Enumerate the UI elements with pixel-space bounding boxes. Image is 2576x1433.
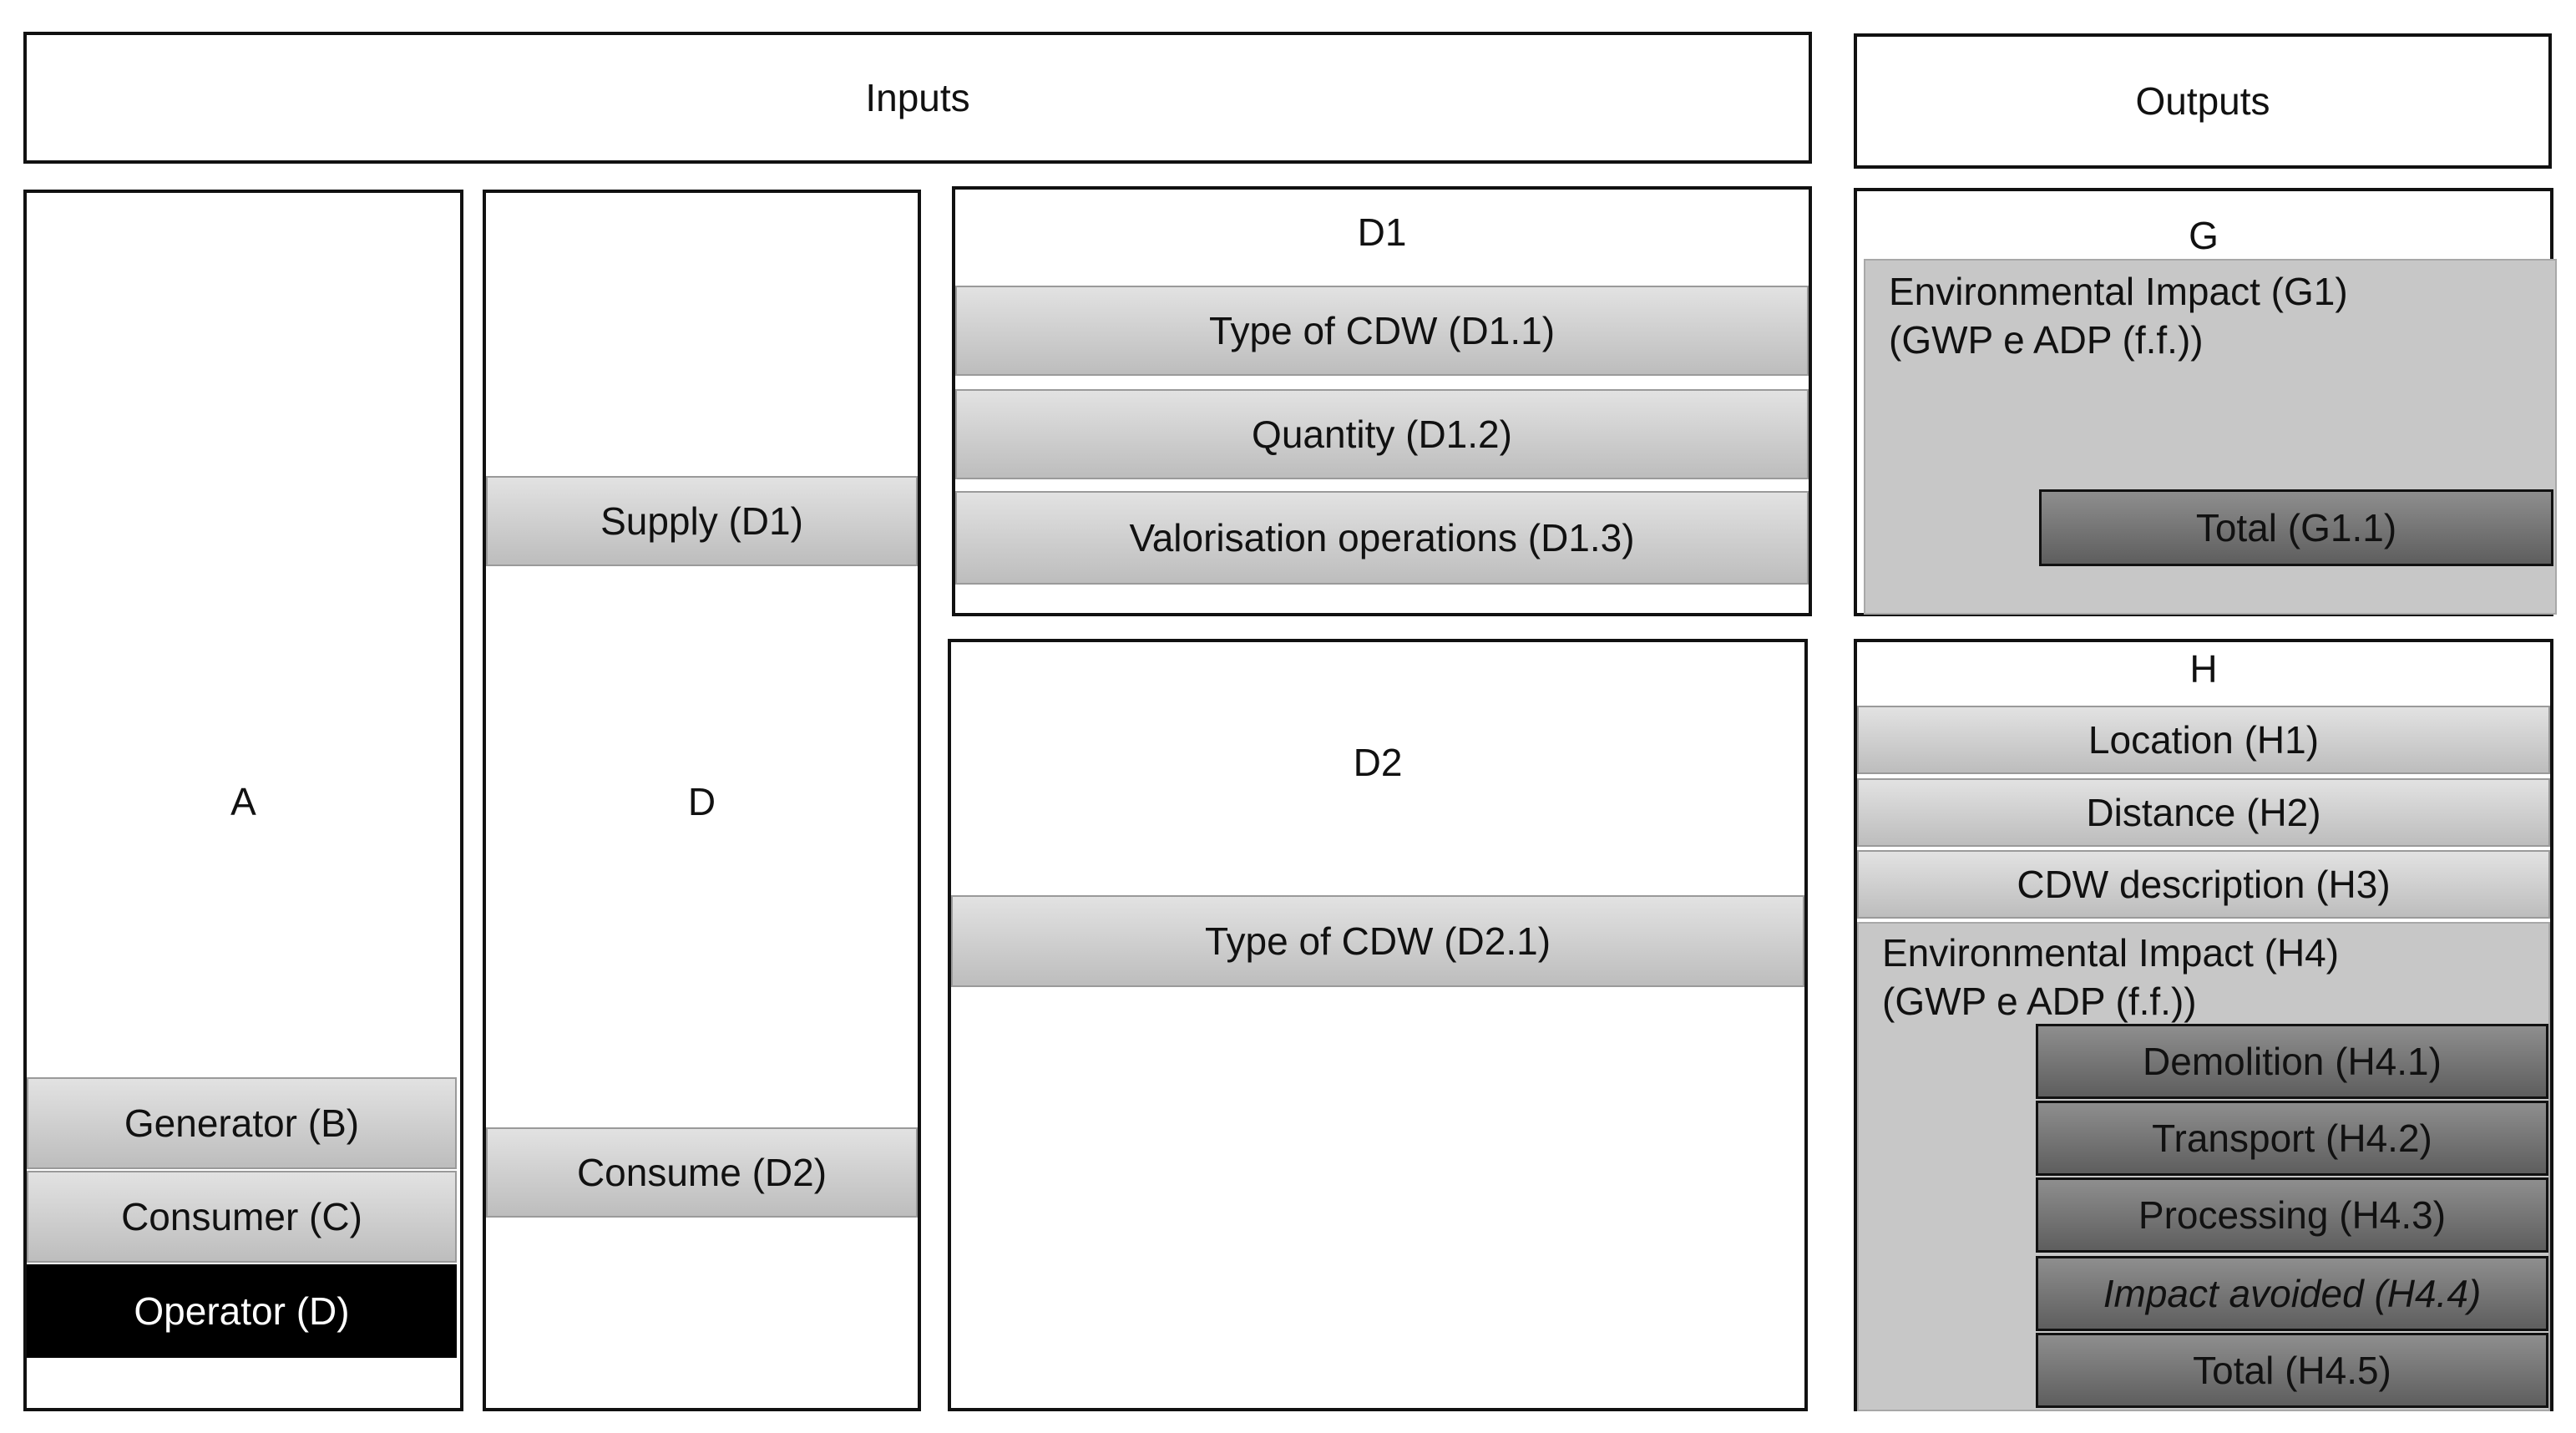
d1-type-of-cdw: Type of CDW (D1.1) — [955, 286, 1809, 376]
h-distance: Distance (H2) — [1857, 778, 2550, 847]
d2-box — [948, 639, 1808, 1411]
g-impact-line-1: Environmental Impact (G1) — [1889, 270, 2348, 313]
d1-valorisation-operations: Valorisation operations (D1.3) — [955, 491, 1809, 585]
g-title: G — [2189, 214, 2219, 257]
g-total-box: Total (G1.1) — [2039, 489, 2553, 566]
consumer-box: Consumer (C) — [27, 1171, 457, 1263]
outputs-header — [1854, 33, 2552, 169]
h-cdw-description: CDW description (H3) — [1857, 850, 2550, 919]
supply-box: Supply (D1) — [486, 476, 918, 566]
h-processing-box: Processing (H4.3) — [2036, 1177, 2548, 1253]
inputs-header — [23, 32, 1812, 164]
h-impact-line-1: Environmental Impact (H4) — [1882, 931, 2340, 975]
h-impact-line-2: (GWP e ADP (f.f.)) — [1882, 980, 2197, 1023]
d2-title: D2 — [1353, 741, 1403, 784]
d2-type-of-cdw: Type of CDW (D2.1) — [951, 895, 1804, 987]
d1-quantity: Quantity (D1.2) — [955, 389, 1809, 479]
column-d-title: D — [687, 780, 716, 823]
h-demolition-box: Demolition (H4.1) — [2036, 1024, 2548, 1099]
column-a-title: A — [230, 780, 256, 823]
consume-box: Consume (D2) — [486, 1127, 918, 1218]
inputs-title: Inputs — [865, 76, 970, 119]
h-impact-avoided-box: Impact avoided (H4.4) — [2036, 1256, 2548, 1331]
h-transport-box: Transport (H4.2) — [2036, 1101, 2548, 1176]
h-location: Location (H1) — [1857, 706, 2550, 774]
d1-title: D1 — [1357, 210, 1407, 254]
outputs-title: Outputs — [2135, 79, 2270, 123]
generator-box: Generator (B) — [27, 1077, 457, 1169]
g-impact-line-2: (GWP e ADP (f.f.)) — [1889, 318, 2204, 362]
h-title: H — [2189, 647, 2218, 691]
operator-box: Operator (D) — [27, 1264, 457, 1358]
h-total-box: Total (H4.5) — [2036, 1333, 2548, 1408]
